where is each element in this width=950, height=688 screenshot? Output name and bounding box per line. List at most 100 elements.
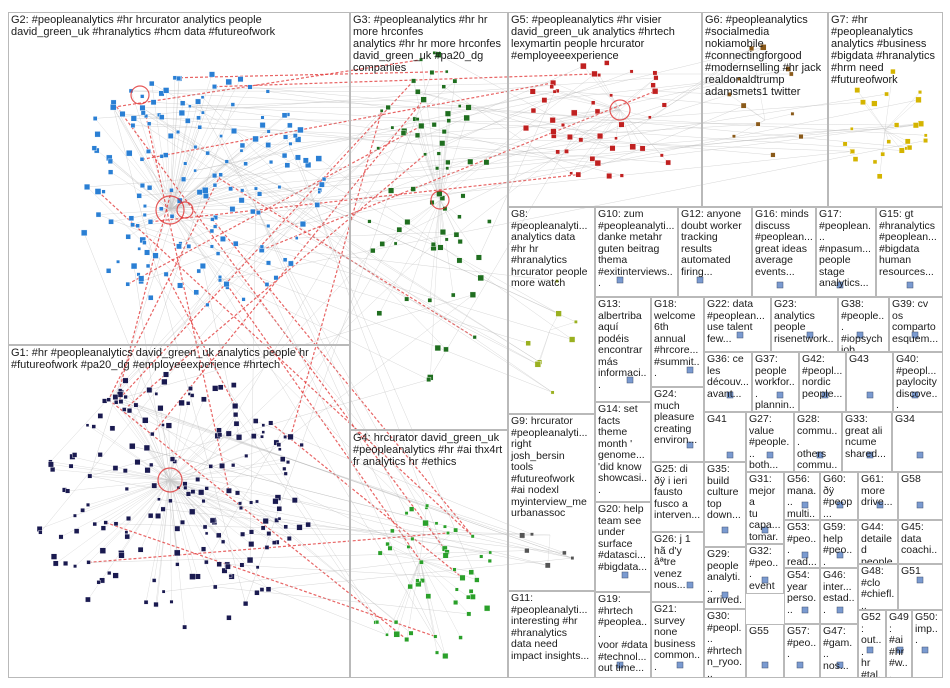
node xyxy=(790,111,795,116)
node xyxy=(525,340,531,346)
edge xyxy=(192,294,474,512)
edge xyxy=(169,479,193,577)
edge xyxy=(161,93,887,210)
edge xyxy=(439,199,444,233)
node xyxy=(555,279,559,283)
node xyxy=(240,188,245,193)
node xyxy=(390,125,395,130)
node xyxy=(425,503,429,508)
edge xyxy=(169,479,280,510)
node xyxy=(232,403,239,410)
node xyxy=(265,142,272,148)
edge xyxy=(268,101,864,146)
node xyxy=(801,551,809,559)
node xyxy=(130,123,136,128)
node xyxy=(283,524,289,530)
edge xyxy=(178,244,434,488)
node xyxy=(291,497,298,504)
node xyxy=(193,168,197,173)
edge xyxy=(245,72,433,604)
node xyxy=(65,488,71,494)
node xyxy=(125,234,131,240)
node xyxy=(212,584,218,590)
node xyxy=(193,145,198,150)
node xyxy=(696,276,704,284)
highlight-edge xyxy=(145,115,230,491)
edge xyxy=(386,559,421,636)
node xyxy=(302,157,309,164)
node xyxy=(126,516,132,521)
node xyxy=(457,239,463,245)
edge xyxy=(442,71,632,144)
node xyxy=(232,240,239,247)
node xyxy=(92,116,98,121)
node xyxy=(721,526,729,534)
node xyxy=(785,66,791,72)
node xyxy=(801,606,809,614)
node xyxy=(650,82,656,88)
edge xyxy=(150,209,171,223)
node xyxy=(113,400,119,405)
node xyxy=(423,152,427,157)
edge xyxy=(169,402,182,481)
group-g23: G23: analytics people risenetwork... xyxy=(771,297,838,352)
node xyxy=(798,134,804,140)
edge xyxy=(219,140,926,281)
highlight-edge xyxy=(214,73,595,88)
node xyxy=(305,521,311,528)
node xyxy=(273,275,279,281)
edge xyxy=(133,265,178,553)
node xyxy=(904,138,911,145)
node xyxy=(63,560,69,566)
node xyxy=(452,567,457,572)
group-g60: G60: ðÿ #peop... xyxy=(820,472,858,520)
node xyxy=(265,586,272,592)
group-g14-label: G14: set facts theme month ' genome... '… xyxy=(598,403,648,496)
node xyxy=(106,397,111,402)
edge xyxy=(108,184,323,400)
node xyxy=(124,533,130,540)
node xyxy=(48,461,54,468)
edge xyxy=(98,214,553,393)
node xyxy=(225,430,232,437)
node xyxy=(431,122,437,128)
node xyxy=(816,451,824,459)
node xyxy=(676,661,684,669)
node xyxy=(789,71,794,77)
edge xyxy=(235,243,558,282)
node xyxy=(241,297,246,302)
group-g51: G51 xyxy=(898,564,943,610)
edge xyxy=(419,559,469,615)
node xyxy=(530,532,534,537)
group-g60-label: G60: ðÿ #peop... xyxy=(823,473,853,520)
node xyxy=(38,530,43,535)
edge xyxy=(170,135,559,314)
node xyxy=(201,110,205,115)
node xyxy=(609,145,616,152)
node xyxy=(286,536,292,541)
node xyxy=(852,156,859,162)
node xyxy=(244,453,249,458)
group-g32: G32: #peo... event xyxy=(746,544,784,594)
node xyxy=(140,94,145,99)
node xyxy=(564,149,569,154)
node xyxy=(231,463,236,468)
group-g54-label: G54: year perso... xyxy=(787,569,817,616)
node xyxy=(555,149,560,155)
edge xyxy=(406,199,441,300)
node xyxy=(250,208,256,215)
group-g50-label: G50: imp... xyxy=(915,611,938,646)
group-g16: G16: minds discuss #peoplean... great id… xyxy=(752,207,816,297)
node xyxy=(393,631,400,638)
node xyxy=(419,559,424,565)
node xyxy=(578,137,584,143)
node xyxy=(749,45,755,51)
group-g6: G6: #peopleanalytics #socialmedia nokiam… xyxy=(702,12,828,207)
node xyxy=(452,78,458,84)
node xyxy=(259,587,265,592)
edge xyxy=(857,90,886,131)
edge xyxy=(594,73,621,111)
node xyxy=(390,528,395,534)
node xyxy=(445,69,449,74)
node xyxy=(196,115,201,121)
